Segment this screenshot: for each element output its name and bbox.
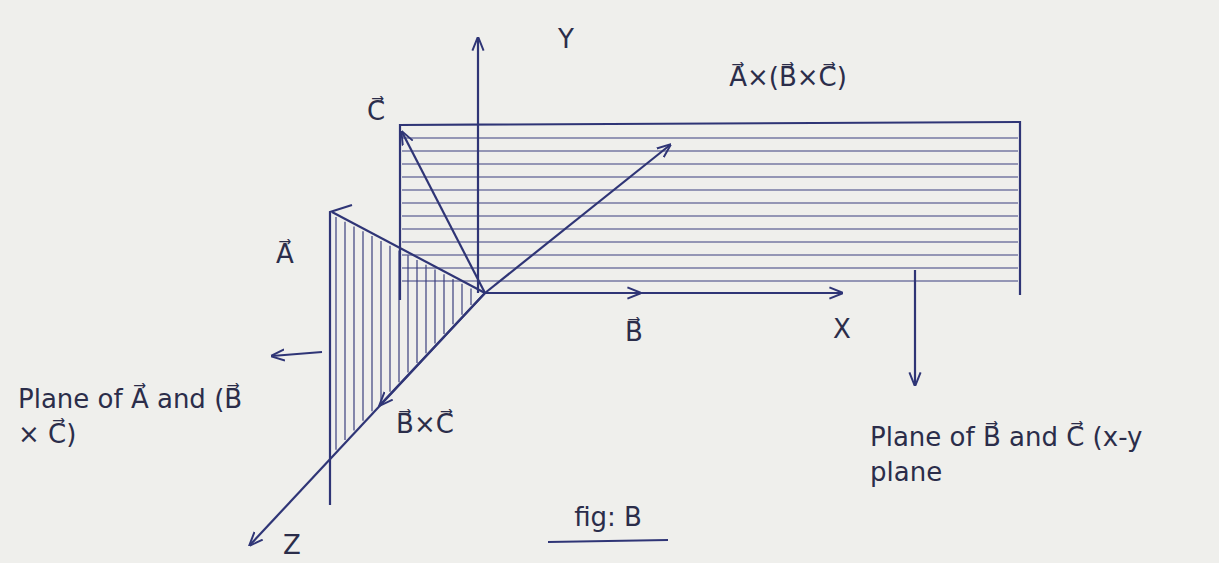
vector-label: A⃗×(B⃗×C⃗) [729,60,847,95]
vector-label: A⃗ [276,237,294,272]
vector-triple-product [485,145,670,293]
plane-label: Plane of A⃗ and (B⃗ × C⃗) [18,382,268,452]
y-axis [477,38,479,293]
axis-label: Z [283,528,301,563]
figure-caption: fig: B [574,500,642,535]
vector-c [402,132,485,293]
vector-a [332,212,485,293]
z-axis [250,293,485,545]
leader-line [914,270,916,385]
vector-label: C⃗ [367,94,385,129]
vector-b [485,292,640,294]
x-axis [485,292,842,294]
vector-label: B⃗ [625,315,643,350]
vector-b-cross-c [380,293,485,405]
plane-label: Plane of B⃗ and C⃗ (x-y plane [870,420,1190,490]
underline [548,540,668,542]
plane-hatching [336,217,471,450]
plane-outline [330,205,352,505]
leader-line [272,352,322,356]
plane-hatching [402,138,1018,281]
plane-outline [400,122,1020,300]
axis-label: X [833,312,851,347]
axis-label: Y [558,22,574,57]
vector-label: B⃗×C⃗ [396,407,454,442]
